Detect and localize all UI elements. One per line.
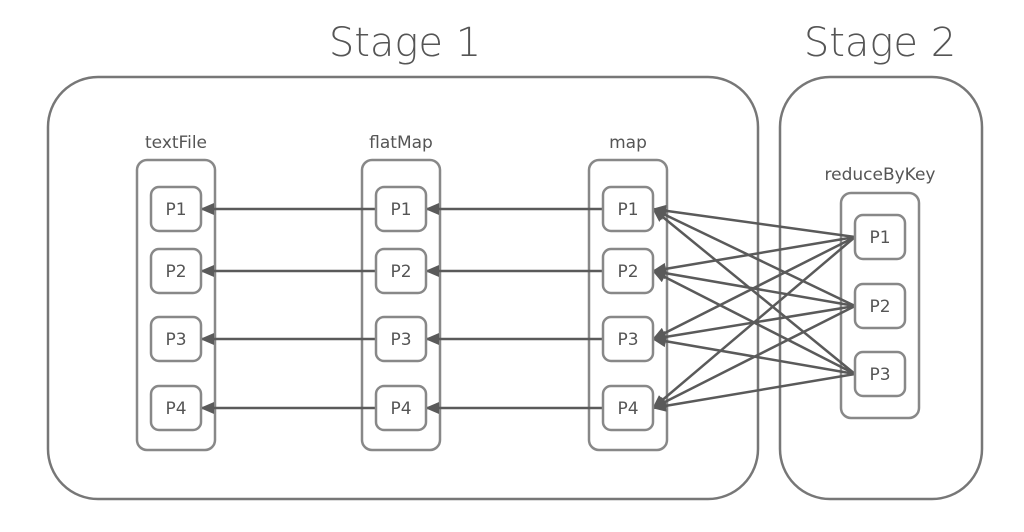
partition-label: P4 <box>617 399 638 419</box>
partition-box <box>601 384 655 432</box>
partition-box <box>149 247 203 295</box>
partition-box <box>374 185 428 233</box>
partition-flatmap-p4: P4 <box>374 384 428 432</box>
partition-label: P3 <box>869 365 890 385</box>
partition-label: P4 <box>390 399 411 419</box>
rdd-box-textfile <box>135 158 217 452</box>
partition-textfile-p4: P4 <box>149 384 203 432</box>
rdd-label-map: map <box>609 133 647 153</box>
partition-flatmap-p1: P1 <box>374 185 428 233</box>
partition-label: P1 <box>390 200 411 220</box>
partition-map-p3: P3 <box>601 315 655 363</box>
partition-label: P3 <box>617 330 638 350</box>
partition-label: P2 <box>165 262 186 282</box>
dependency-arrow-reducebykey-p3-to-map-p3 <box>652 335 856 376</box>
partition-box <box>149 384 203 432</box>
dependency-arrow-reducebykey-p1-to-map-p2 <box>652 235 856 275</box>
partition-map-p1: P1 <box>601 185 655 233</box>
partition-box <box>374 315 428 363</box>
partition-reducebykey-p3: P3 <box>853 350 907 398</box>
stage1-title: Stage 1 <box>329 20 481 66</box>
stage2-box <box>778 75 984 501</box>
partition-box <box>374 247 428 295</box>
partition-label: P1 <box>869 228 890 248</box>
partition-textfile-p1: P1 <box>149 185 203 233</box>
partition-flatmap-p2: P2 <box>374 247 428 295</box>
partition-textfile-p2: P2 <box>149 247 203 295</box>
dependency-arrow-reducebykey-p3-to-map-p2 <box>652 269 856 376</box>
partition-map-p4: P4 <box>601 384 655 432</box>
partition-box <box>149 185 203 233</box>
rdd-box-flatmap <box>360 158 442 452</box>
partition-label: P4 <box>165 399 186 419</box>
rdd-label-flatmap: flatMap <box>369 133 433 153</box>
rdd-label-reducebykey: reduceByKey <box>825 165 936 185</box>
partition-box <box>853 213 907 261</box>
partition-label: P2 <box>617 262 638 282</box>
rdd-box-map <box>587 158 669 452</box>
partition-textfile-p3: P3 <box>149 315 203 363</box>
partition-box <box>374 384 428 432</box>
rdd-label-textfile: textFile <box>145 133 207 153</box>
partition-box <box>853 282 907 330</box>
stage2-title: Stage 2 <box>804 20 956 66</box>
partition-box <box>601 315 655 363</box>
partition-label: P1 <box>165 200 186 220</box>
partition-map-p2: P2 <box>601 247 655 295</box>
rdd-box-reducebykey <box>839 191 921 420</box>
partition-label: P1 <box>617 200 638 220</box>
dependency-arrow-reducebykey-p1-to-map-p1 <box>652 204 856 239</box>
dependency-arrow-reducebykey-p2-to-map-p2 <box>652 267 856 308</box>
partition-reducebykey-p2: P2 <box>853 282 907 330</box>
edges-layer <box>200 203 856 414</box>
partition-flatmap-p3: P3 <box>374 315 428 363</box>
partition-box <box>601 247 655 295</box>
partition-box <box>601 185 655 233</box>
partition-box <box>149 315 203 363</box>
partition-box <box>853 350 907 398</box>
partition-label: P3 <box>390 330 411 350</box>
partition-reducebykey-p1: P1 <box>853 213 907 261</box>
partition-label: P2 <box>869 297 890 317</box>
dependency-arrow-reducebykey-p2-to-map-p1 <box>652 207 856 308</box>
dependency-arrow-reducebykey-p3-to-map-p1 <box>652 208 856 375</box>
partition-label: P2 <box>390 262 411 282</box>
dependency-arrow-reducebykey-p3-to-map-p4 <box>652 372 856 412</box>
partition-label: P3 <box>165 330 186 350</box>
